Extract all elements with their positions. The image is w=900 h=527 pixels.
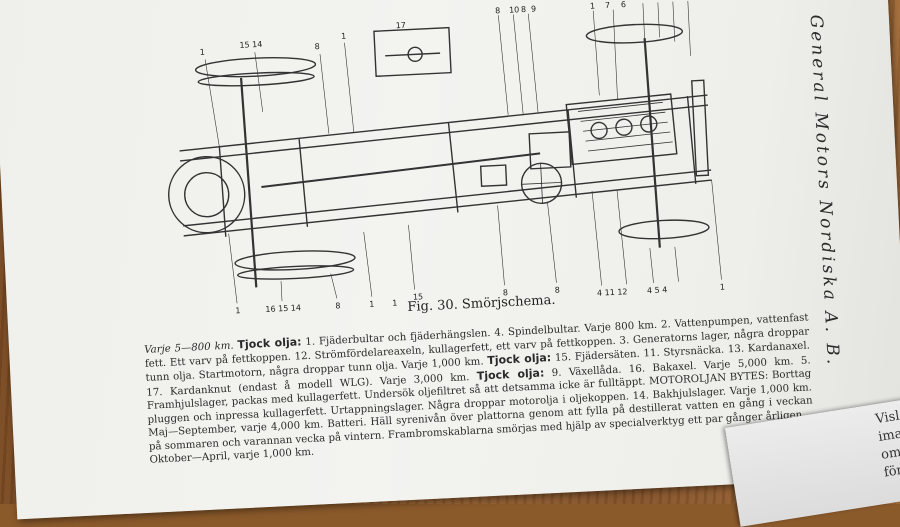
kardanknut-inset — [374, 28, 451, 77]
callout-top-10: 10 — [509, 5, 520, 14]
front-spring-top — [586, 22, 683, 45]
callout-top-1: 1 — [200, 48, 206, 57]
interval-lead: Varje 5—800 km. — [144, 341, 234, 356]
callout-bottom-1d: 1 — [720, 282, 726, 291]
callout-bottom-1b: 1 — [369, 300, 375, 309]
callout-bottom-16-15-14: 16 15 14 — [265, 303, 301, 314]
callout-top-7: 7 — [605, 1, 611, 10]
spare-wheel — [167, 155, 247, 235]
callout-bottom-8c: 8 — [555, 286, 561, 295]
next-page-fragment-4: för — [883, 463, 900, 481]
battery — [481, 165, 507, 186]
callout-bottom-1: 1 — [235, 306, 241, 315]
chassis-lubrication-diagram: 1 15 14 8 1 17 8 10 8 9 1 7 6 5 4 3 2 1 … — [143, 0, 757, 322]
lubrication-instructions: Varje 5—800 km. Tjock olja: 1. Fjäderbul… — [144, 310, 814, 467]
callout-top-6: 6 — [621, 0, 627, 9]
callout-top-8b: 8 — [495, 6, 501, 15]
callout-top-9: 9 — [531, 4, 537, 13]
next-page-fragment-1: Visle — [874, 407, 900, 427]
callout-bottom-8a: 8 — [335, 301, 341, 310]
frame-rail-bottom-inner — [182, 180, 713, 236]
front-spring-bottom — [619, 218, 710, 240]
callout-top-8c: 8 — [521, 5, 527, 14]
callout-top-1b: 1 — [341, 32, 347, 41]
next-page-fragment-3: om — [880, 445, 900, 463]
next-page-fragment-2: ima — [877, 426, 900, 445]
callout-top-17: 17 — [395, 21, 406, 30]
callout-top-1c: 1 — [590, 2, 596, 11]
gearbox — [529, 132, 571, 169]
frame-rail-bottom — [182, 170, 713, 226]
callout-bottom-1c: 1 — [392, 299, 398, 308]
tjock-olja-heading-3: Tjock olja: — [476, 366, 544, 382]
callout-top-8a: 8 — [314, 42, 320, 51]
front-axle — [645, 38, 660, 248]
tjock-olja-heading-1: Tjock olja: — [237, 335, 302, 351]
frame-rail-top — [178, 95, 709, 151]
callout-top-15-14: 15 14 — [239, 40, 262, 50]
tjock-olja-heading-2: Tjock olja: — [487, 351, 552, 367]
callout-bottom-4-5-4: 4 5 4 — [647, 285, 668, 295]
callout-bottom-4-11-12: 4 11 12 — [597, 287, 628, 297]
running-head: General Motors Nordiska A. B. — [806, 14, 843, 367]
